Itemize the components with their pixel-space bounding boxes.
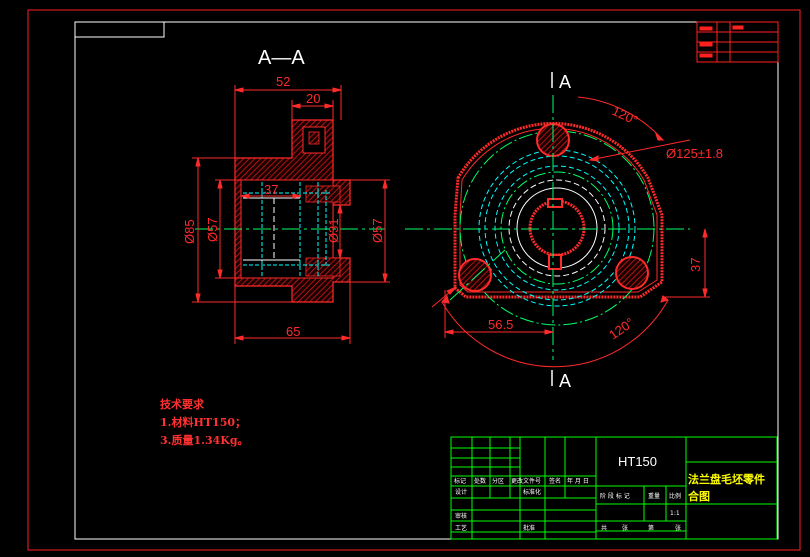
outer-frame bbox=[27, 9, 801, 551]
dim-angle-bottom: 120° bbox=[606, 315, 637, 343]
dim-37: 37 bbox=[264, 182, 278, 197]
part-name-line2: 合图 bbox=[688, 489, 710, 503]
row-label-process: 工艺 bbox=[455, 524, 467, 532]
stage-header-weight: 重量 bbox=[648, 492, 660, 500]
inner-frame bbox=[74, 21, 779, 540]
part-name-line1: 法兰盘毛坯零件 bbox=[688, 472, 765, 486]
header-cell-sign: 签名 bbox=[549, 477, 561, 485]
dim-angle-top: 120° bbox=[610, 103, 641, 128]
sheet-labels: 共 张 第 张 bbox=[601, 524, 681, 532]
flange-outline-inner bbox=[459, 127, 658, 293]
dim-dia125: Ø125±1.8 bbox=[666, 146, 723, 161]
right-centerlines bbox=[405, 95, 690, 360]
mid-label-standard: 标准化 bbox=[523, 488, 541, 496]
scale-value: 1:1 bbox=[670, 510, 680, 517]
bolt-hole-left bbox=[458, 258, 492, 292]
dim-37-right: 37 bbox=[688, 258, 703, 272]
keyway-top bbox=[547, 198, 563, 208]
lower-pocket bbox=[305, 257, 341, 277]
dim-52: 52 bbox=[276, 74, 290, 89]
left-dimension-lines bbox=[192, 85, 390, 344]
row-label-design: 设计 bbox=[455, 488, 467, 496]
sheet-label-total: 共 bbox=[601, 524, 607, 532]
top-left-box bbox=[74, 21, 165, 38]
keyway-bottom bbox=[548, 254, 562, 270]
sheet-label-number: 第 bbox=[648, 524, 654, 532]
mid-label-approve: 批准 bbox=[523, 524, 535, 532]
title-block-grid bbox=[450, 436, 778, 540]
dim-65: 65 bbox=[286, 324, 300, 339]
header-cell-mark: 标记 bbox=[454, 477, 466, 485]
row-labels: 设计 审核 工艺 标准化 批准 bbox=[455, 488, 541, 532]
material-label: HT150 bbox=[618, 454, 657, 469]
header-cell-count: 处数 bbox=[474, 477, 486, 485]
center-bore bbox=[528, 199, 586, 257]
dim-56-5: 56.5 bbox=[488, 317, 513, 332]
left-inner-lines bbox=[243, 197, 300, 261]
flange-pocket-inner bbox=[308, 131, 320, 145]
sheet-label-sheet: 张 bbox=[675, 524, 681, 532]
dim-dia57-left: Ø57 bbox=[205, 217, 220, 242]
right-dimension-lines bbox=[431, 96, 710, 368]
tech-req-title: 技术要求 bbox=[160, 397, 205, 411]
dim-20: 20 bbox=[306, 91, 320, 106]
dim-dia57-right: Ø57 bbox=[370, 218, 385, 243]
section-mark-bottom: A bbox=[559, 371, 571, 391]
header-cells: 标记 处数 分区 更改文件号 签名 年 月 日 bbox=[454, 477, 589, 485]
sheet-label-sheets: 张 bbox=[622, 524, 628, 532]
header-cell-date: 年 月 日 bbox=[567, 477, 589, 485]
stage-header-stage: 阶 段 标 记 bbox=[600, 492, 630, 500]
revision-table bbox=[696, 21, 779, 63]
tech-req-line-1: 1.材料HT150； bbox=[160, 415, 246, 429]
dim-dia85: Ø85 bbox=[182, 219, 197, 244]
tech-req-line-2: 3.质量1.34Kg。 bbox=[160, 433, 249, 447]
bolt-hole-right bbox=[615, 256, 649, 290]
row-label-review: 审核 bbox=[455, 512, 467, 520]
stage-header-scale: 比例 bbox=[669, 492, 681, 500]
header-cell-file: 更改文件号 bbox=[511, 477, 541, 485]
section-mark-top: A bbox=[559, 72, 571, 92]
section-label: A—A bbox=[258, 47, 305, 69]
stage-headers: 阶 段 标 记 重量 比例 1:1 bbox=[600, 492, 681, 517]
header-cell-zone: 分区 bbox=[492, 477, 504, 485]
upper-pocket bbox=[305, 185, 341, 203]
flange-outline bbox=[453, 122, 664, 299]
dim-dia31: Ø31 bbox=[326, 218, 341, 243]
